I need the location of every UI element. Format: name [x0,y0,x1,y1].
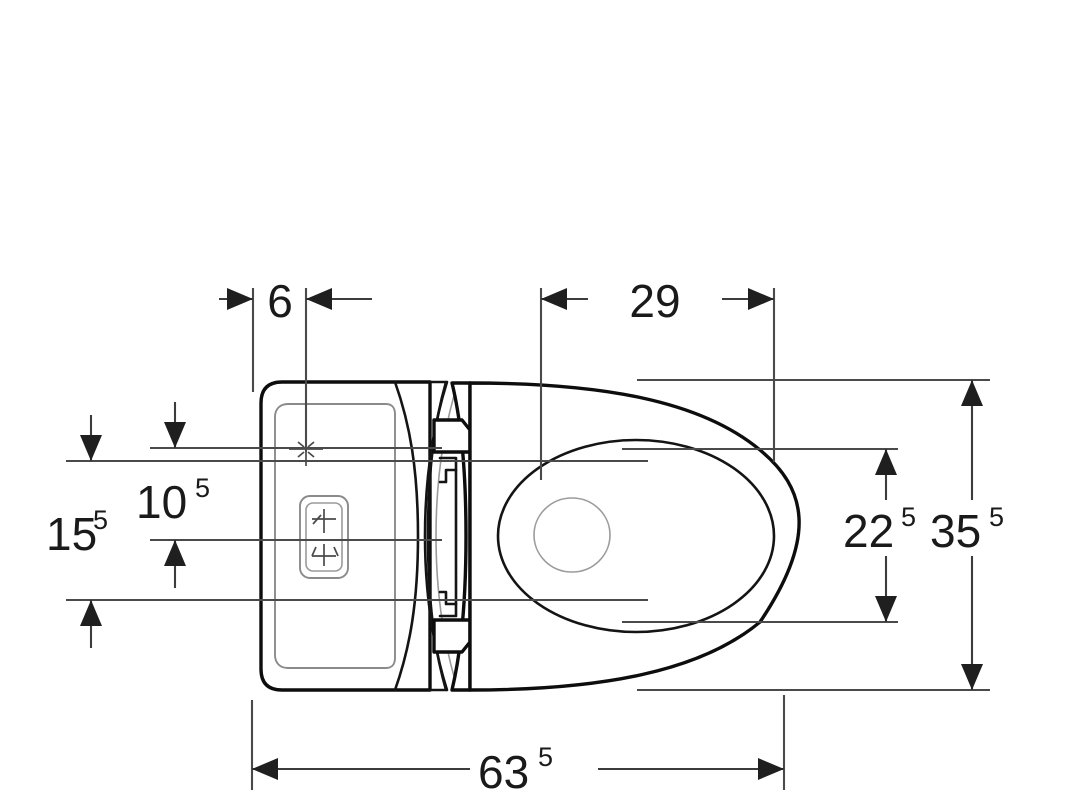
dim-22-label-backing [840,500,944,546]
product-geometry [259,380,801,692]
dim-35-label-group: 35 5 [928,500,1034,557]
dim-15-label-group: 15 5 [46,505,108,560]
cistern-cover-inner-line [274,403,396,669]
dim-10-label-backing [132,481,224,525]
dim-6-label: 6 [267,275,293,327]
dim-15-label-sup: 5 [93,505,108,535]
cistern-bowl-transition-line [393,380,420,692]
seat-opening-oval [496,438,776,634]
dim-22-label-value: 22 [843,505,894,557]
connector-notch-top [438,456,458,484]
dim-10-label-group: 10 5 [132,473,224,528]
dim-63-label-sup: 5 [538,742,553,772]
dim-35-label-sup: 5 [989,502,1004,532]
dim-35-label-backing [928,500,1034,546]
dim-29-label-backing [588,277,722,321]
dim-15-label-value: 15 [46,508,97,560]
dimension-63-5: 63 5 [250,695,786,798]
dim-10-label-sup: 5 [195,473,210,503]
dual-flush-button-outer[interactable] [299,495,349,579]
dimension-29: 29 [539,275,776,480]
bracket-ear-bottom [432,618,472,654]
dim-63-label-value: 63 [478,746,529,798]
dim-35-label-value: 35 [930,505,981,557]
dimension-10-5: 10 5 [132,402,442,588]
dim-29-label: 29 [629,275,680,327]
dual-flush-button-inner[interactable] [305,502,343,572]
flush-outlet-circle [533,497,611,573]
connector-notch-bottom [438,590,458,618]
dim-22-label-sup: 5 [901,502,916,532]
dim-22-label-group: 22 5 [840,500,944,557]
dim-10-label-value: 10 [136,476,187,528]
dim-63-label-group: 63 5 [470,742,598,798]
cistern-cover-outline [259,380,432,692]
dimension-6: 6 [219,275,372,452]
dimension-22-5: 22 5 [622,447,944,624]
dim-63-label-backing [470,745,598,791]
dimension-35-5: 35 5 [637,378,1034,692]
dual-flush-symbol [311,509,339,566]
dimension-15-5: 15 5 [46,415,648,648]
